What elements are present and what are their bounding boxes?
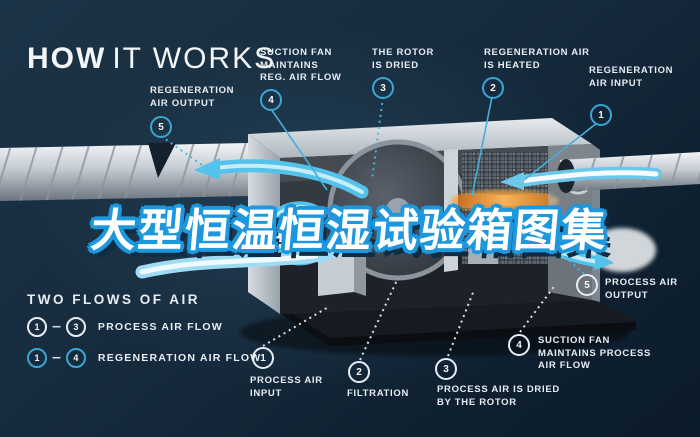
step-badge-process-5: 5 — [576, 274, 598, 296]
callout-label-suction-fan-process: SUCTION FAN MAINTAINS PROCESS AIR FLOW — [538, 335, 652, 372]
legend-badge-process-to: 3 — [65, 317, 86, 337]
callout-label-rotor-is-dried: THE ROTOR IS DRIED — [372, 47, 435, 71]
divider-wall — [444, 149, 458, 272]
callout-label-process-air-dried: PROCESS AIR IS DRIED BY THE ROTOR — [437, 384, 560, 408]
machine-left-panel — [248, 134, 280, 314]
step-badge-regeneration-4: 4 — [260, 89, 282, 111]
step-badge-regeneration-5: 5 — [150, 116, 172, 138]
legend-label-regeneration: REGENERATION AIR FLOW — [97, 352, 262, 364]
airflow-arrows — [135, 158, 662, 279]
page-title-bold: HOW — [27, 42, 107, 76]
legend-badge-regeneration-from: 1 — [27, 348, 47, 368]
leader-suction-process — [519, 283, 557, 333]
overlay-watermark-title: 大型恒温恒湿试验箱图集 — [88, 204, 611, 257]
legend: TWO FLOWS OF AIR 1 – 3 PROCESS AIR FLOW … — [27, 292, 261, 379]
leader-reg-input — [523, 122, 598, 181]
leader-lines — [160, 96, 598, 361]
legend-row-regeneration: 1 – 4 REGENERATION AIR FLOW — [27, 348, 261, 368]
callout-label-suction-fan-reg: SUCTION FAN MAINTAINS REG. AIR FLOW — [260, 47, 342, 84]
legend-row-process: 1 – 3 PROCESS AIR FLOW — [27, 317, 261, 337]
callout-label-process-air-output: PROCESS AIR OUTPUT — [605, 277, 678, 301]
step-badge-process-1: 1 — [252, 347, 274, 369]
callout-label-regeneration-air-heated: REGENERATION AIR IS HEATED — [484, 47, 590, 71]
legend-heading: TWO FLOWS OF AIR — [27, 292, 200, 307]
leader-process-input — [262, 305, 331, 347]
legend-badge-process-from: 1 — [27, 317, 47, 337]
page-title-light: IT WORKS — [112, 42, 277, 76]
rotor-hub — [386, 198, 410, 222]
duct-cutaway — [148, 143, 176, 178]
leader-reg-heated — [471, 96, 493, 197]
machine-top-face — [248, 118, 592, 158]
duct-left — [0, 143, 248, 201]
legend-badge-regeneration-to: 4 — [65, 348, 86, 368]
callout-label-filtration: FILTRATION — [347, 388, 410, 399]
callout-label-regeneration-air-output: REGENERATION AIR OUTPUT — [150, 85, 235, 109]
pump-unit — [468, 228, 498, 264]
callout-label-process-air-input: PROCESS AIR INPUT — [250, 375, 323, 399]
legend-label-process: PROCESS AIR FLOW — [97, 321, 223, 333]
leader-rotor-dried — [371, 96, 384, 181]
step-badge-regeneration-1: 1 — [590, 104, 612, 126]
legend-range-dash: – — [52, 349, 61, 366]
step-badge-process-4: 4 — [508, 334, 530, 356]
callout-label-regeneration-air-input: REGENERATION AIR INPUT — [589, 65, 674, 89]
heater-element — [458, 195, 550, 206]
leader-suction-reg — [270, 108, 328, 191]
step-badge-process-2: 2 — [348, 361, 370, 383]
step-badge-process-3: 3 — [435, 358, 457, 380]
leader-reg-output — [160, 135, 203, 166]
step-badge-regeneration-2: 2 — [482, 77, 504, 99]
step-badge-regeneration-3: 3 — [372, 77, 394, 99]
legend-range-dash: – — [52, 318, 61, 335]
